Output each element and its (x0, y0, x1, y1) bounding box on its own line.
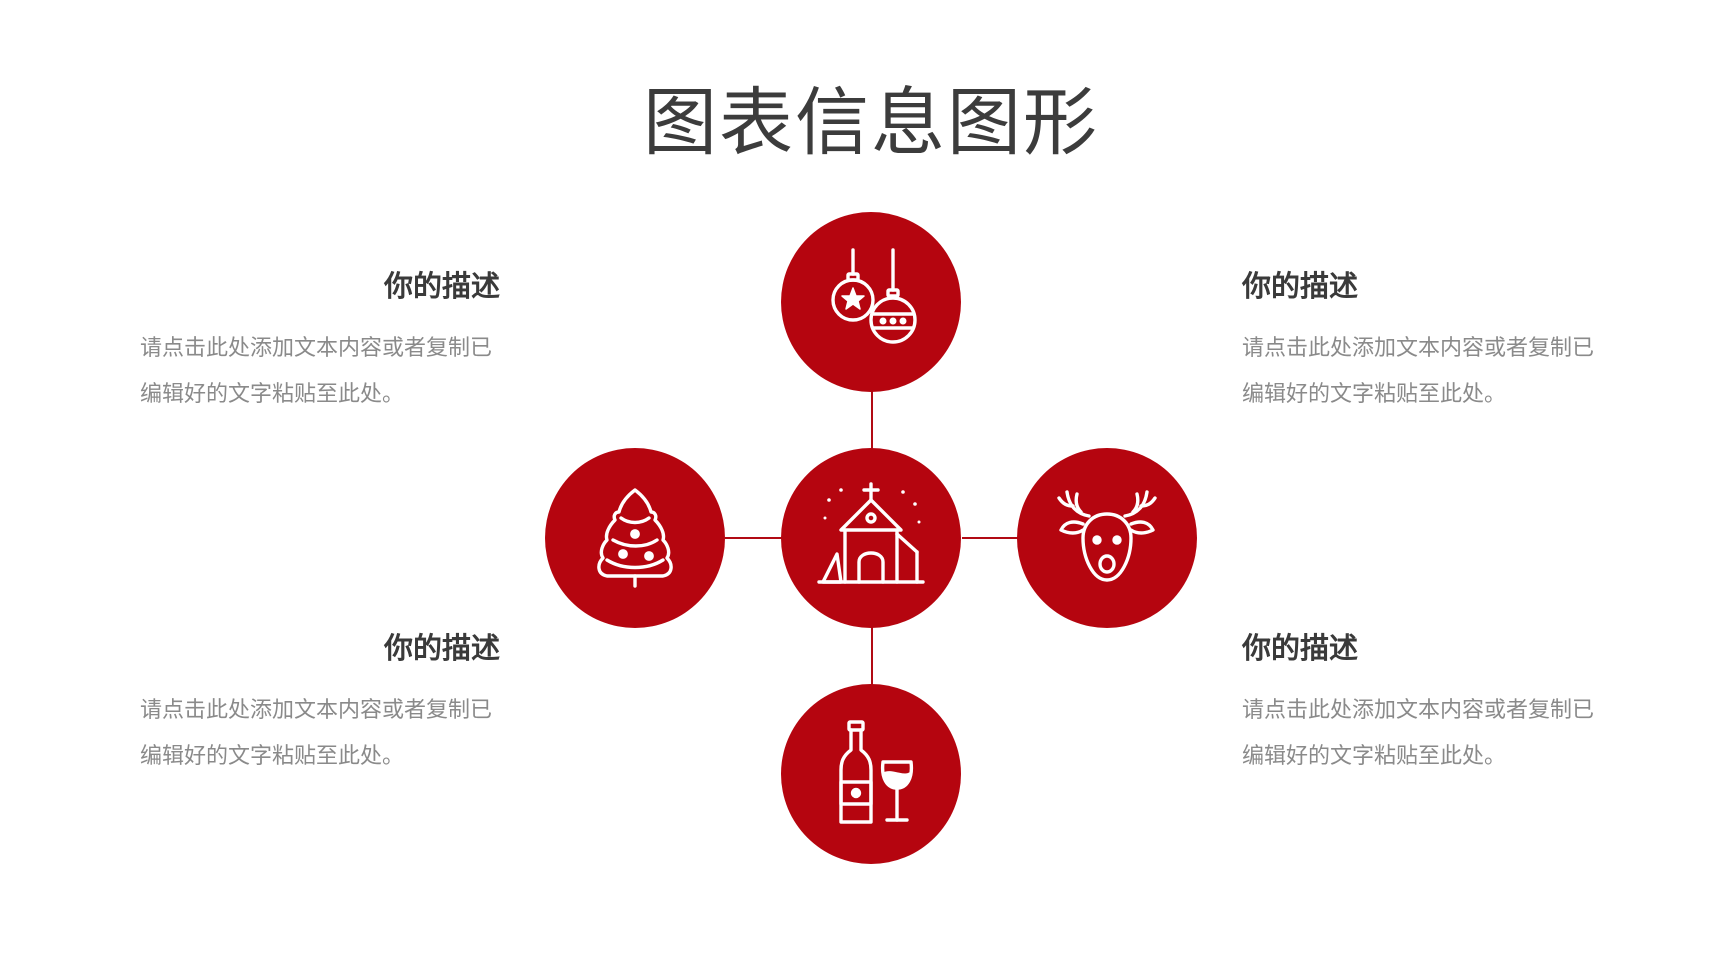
circle-right[interactable] (1017, 448, 1197, 628)
ornaments-icon (831, 248, 917, 344)
description-heading: 你的描述 (383, 631, 500, 665)
connector-left (725, 537, 785, 539)
wine-bottle-glass-icon (839, 720, 914, 824)
church-icon (817, 482, 925, 584)
slide-title: 图表信息图形 (643, 80, 1099, 166)
christmas-tree-icon (597, 488, 673, 588)
reindeer-icon (1057, 490, 1157, 582)
circle-top[interactable] (781, 212, 961, 392)
description-bottom-right: 你的描述 请点击此处添加文本内容或者复制已编辑好的文字粘贴至此处。 (1242, 628, 1602, 780)
connector-right (962, 537, 1022, 539)
description-top-left: 你的描述 请点击此处添加文本内容或者复制已编辑好的文字粘贴至此处。 (140, 266, 500, 418)
connector-bottom (871, 627, 873, 687)
description-heading: 你的描述 (1242, 631, 1359, 665)
connector-top (871, 390, 873, 450)
circle-bottom[interactable] (781, 684, 961, 864)
description-body: 请点击此处添加文本内容或者复制已编辑好的文字粘贴至此处。 (1242, 336, 1595, 407)
description-bottom-left: 你的描述 请点击此处添加文本内容或者复制已编辑好的文字粘贴至此处。 (140, 628, 500, 780)
circle-left[interactable] (545, 448, 725, 628)
description-body: 请点击此处添加文本内容或者复制已编辑好的文字粘贴至此处。 (140, 336, 493, 407)
description-top-right: 你的描述 请点击此处添加文本内容或者复制已编辑好的文字粘贴至此处。 (1242, 266, 1602, 418)
description-body: 请点击此处添加文本内容或者复制已编辑好的文字粘贴至此处。 (1242, 698, 1595, 769)
description-heading: 你的描述 (1242, 269, 1359, 303)
description-body: 请点击此处添加文本内容或者复制已编辑好的文字粘贴至此处。 (140, 698, 493, 769)
circle-center[interactable] (781, 448, 961, 628)
description-heading: 你的描述 (383, 269, 500, 303)
